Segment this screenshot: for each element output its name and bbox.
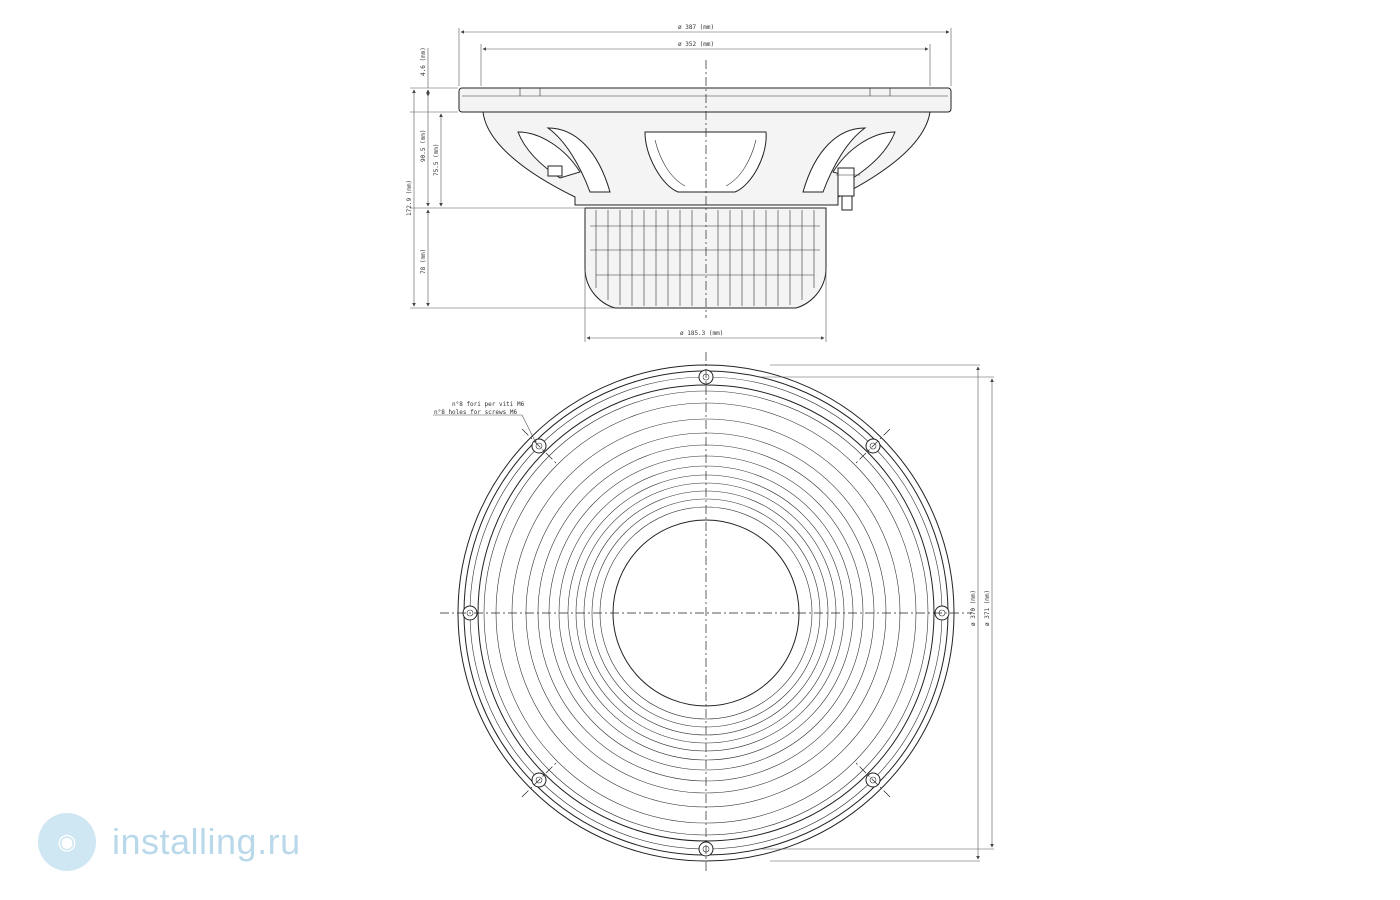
dim-flange-thickness: 4.6 (mm) (420, 47, 427, 76)
heatsink-fins (590, 210, 820, 306)
dim-magnet-depth: 78 (mm) (420, 249, 427, 274)
frame-flange (458, 87, 952, 113)
dim-cone-depth: 75.5 (mm) (433, 143, 440, 176)
note-holes-english: n°8 holes for screws M6 (434, 409, 517, 416)
dim-magnet-diameter: ø 185.3 (mm) (680, 330, 723, 337)
dim-outer-diameter: ø 387 (mm) (678, 24, 714, 31)
side-view: ø 387 (mm) ø 352 (mm) 4.6 (mm) 172.9 (mm… (406, 24, 952, 342)
dim-diameter-371: ø 371 (mm) (984, 590, 991, 626)
dim-basket-depth: 90.5 (mm) (420, 129, 427, 162)
dim-total-depth: 172.9 (mm) (406, 180, 413, 216)
front-view: n°8 fori per viti M6 n°8 holes for screw… (433, 352, 994, 872)
speaker-logo-icon: ◉ (38, 813, 96, 871)
watermark-text: installing.ru (112, 821, 301, 862)
dim-inner-diameter: ø 352 (mm) (678, 41, 714, 48)
watermark: ◉ installing.ru (22, 807, 317, 877)
terminal (837, 167, 855, 197)
note-holes-italian: n°8 fori per viti M6 (452, 401, 525, 408)
basket-center-window (644, 131, 767, 193)
dim-diameter-370: ø 370 (mm) (970, 590, 977, 626)
